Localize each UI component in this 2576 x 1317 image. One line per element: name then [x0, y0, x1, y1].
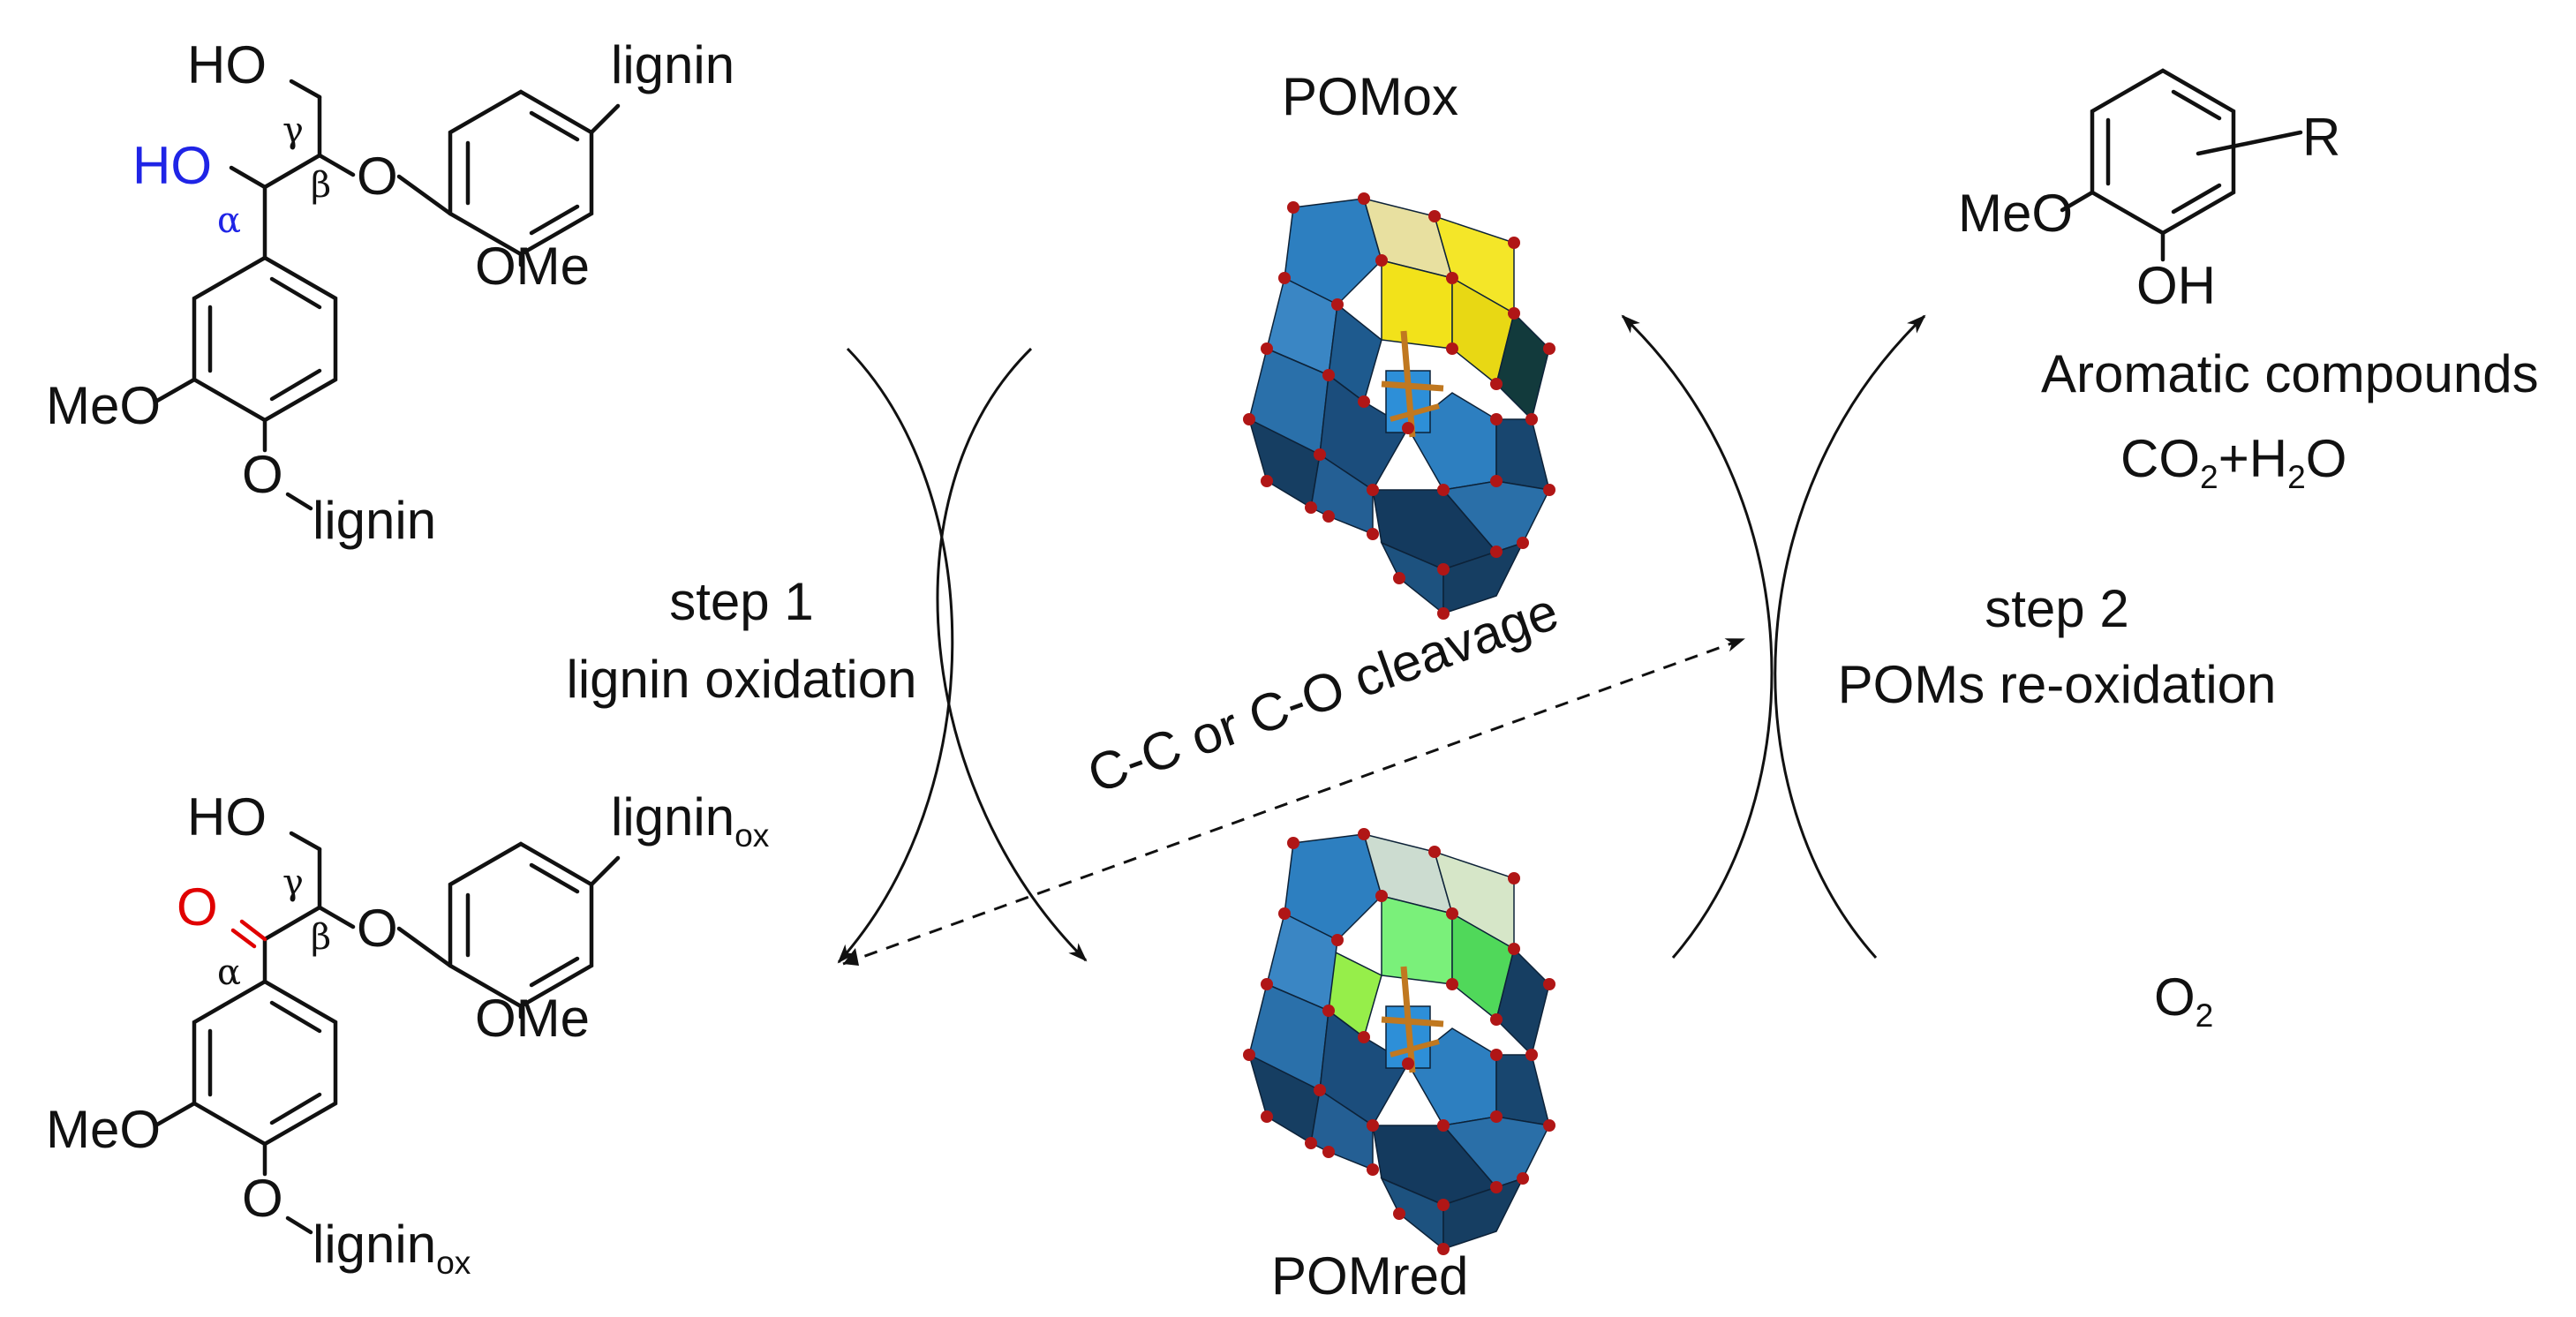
pom-ox-label: POMox — [1282, 67, 1459, 126]
step2-arc-left — [1621, 314, 1774, 959]
step1-arc-left — [837, 347, 954, 964]
top-meo-label: MeO — [46, 376, 162, 435]
bottom-ether-o: O — [357, 899, 398, 958]
product-oh: OH — [2136, 256, 2216, 315]
pom-red-cluster — [1243, 828, 1555, 1255]
product-r-group: R — [2302, 108, 2341, 167]
bottom-ho-gamma: HO — [187, 787, 267, 847]
top-alpha-label: α — [217, 200, 242, 241]
bottom-gamma-label: γ — [282, 862, 304, 903]
bottom-o-bottom: O — [242, 1169, 283, 1228]
top-ether-o: O — [357, 147, 398, 206]
product-meo: MeO — [1958, 184, 2074, 243]
top-lignin-bottom: lignin — [313, 491, 437, 550]
bottom-carbonyl-o: O — [177, 877, 218, 937]
co2-h2o-label: CO2+H2O — [2120, 429, 2347, 496]
top-lignin-label: lignin — [611, 35, 735, 94]
bottom-lignin-ox-bottom: ligninox — [313, 1215, 471, 1282]
bottom-beta-label: β — [311, 917, 332, 958]
step1-arc-right — [936, 347, 1088, 962]
bottom-alpha-label: α — [217, 952, 242, 993]
cycle-arrows — [837, 314, 1926, 966]
bottom-meo-label: MeO — [46, 1100, 162, 1159]
step2-arc-right — [1774, 314, 1926, 959]
top-molecule-bonds — [154, 79, 621, 511]
top-beta-label: β — [311, 165, 332, 206]
pom-red-label: POMred — [1271, 1246, 1469, 1306]
step1-description: lignin oxidation — [566, 650, 917, 709]
bottom-lignin-ox-label: ligninox — [611, 787, 770, 854]
step1-title: step 1 — [669, 572, 814, 631]
bottom-molecule-bonds — [154, 831, 621, 1235]
step2-title: step 2 — [1985, 579, 2129, 638]
top-gamma-label: γ — [282, 110, 304, 151]
top-ho-gamma: HO — [187, 35, 267, 94]
top-ho-alpha: HO — [132, 136, 212, 195]
product-bonds — [2060, 68, 2303, 262]
top-ome-label: OMe — [475, 237, 591, 296]
pom-ox-cluster — [1243, 192, 1555, 620]
o2-label: O2 — [2154, 967, 2214, 1035]
bottom-ome-label: OMe — [475, 989, 591, 1048]
top-o-bottom: O — [242, 445, 283, 504]
aromatic-compounds-label: Aromatic compounds — [2041, 344, 2539, 403]
step2-description: POMs re-oxidation — [1837, 655, 2277, 714]
